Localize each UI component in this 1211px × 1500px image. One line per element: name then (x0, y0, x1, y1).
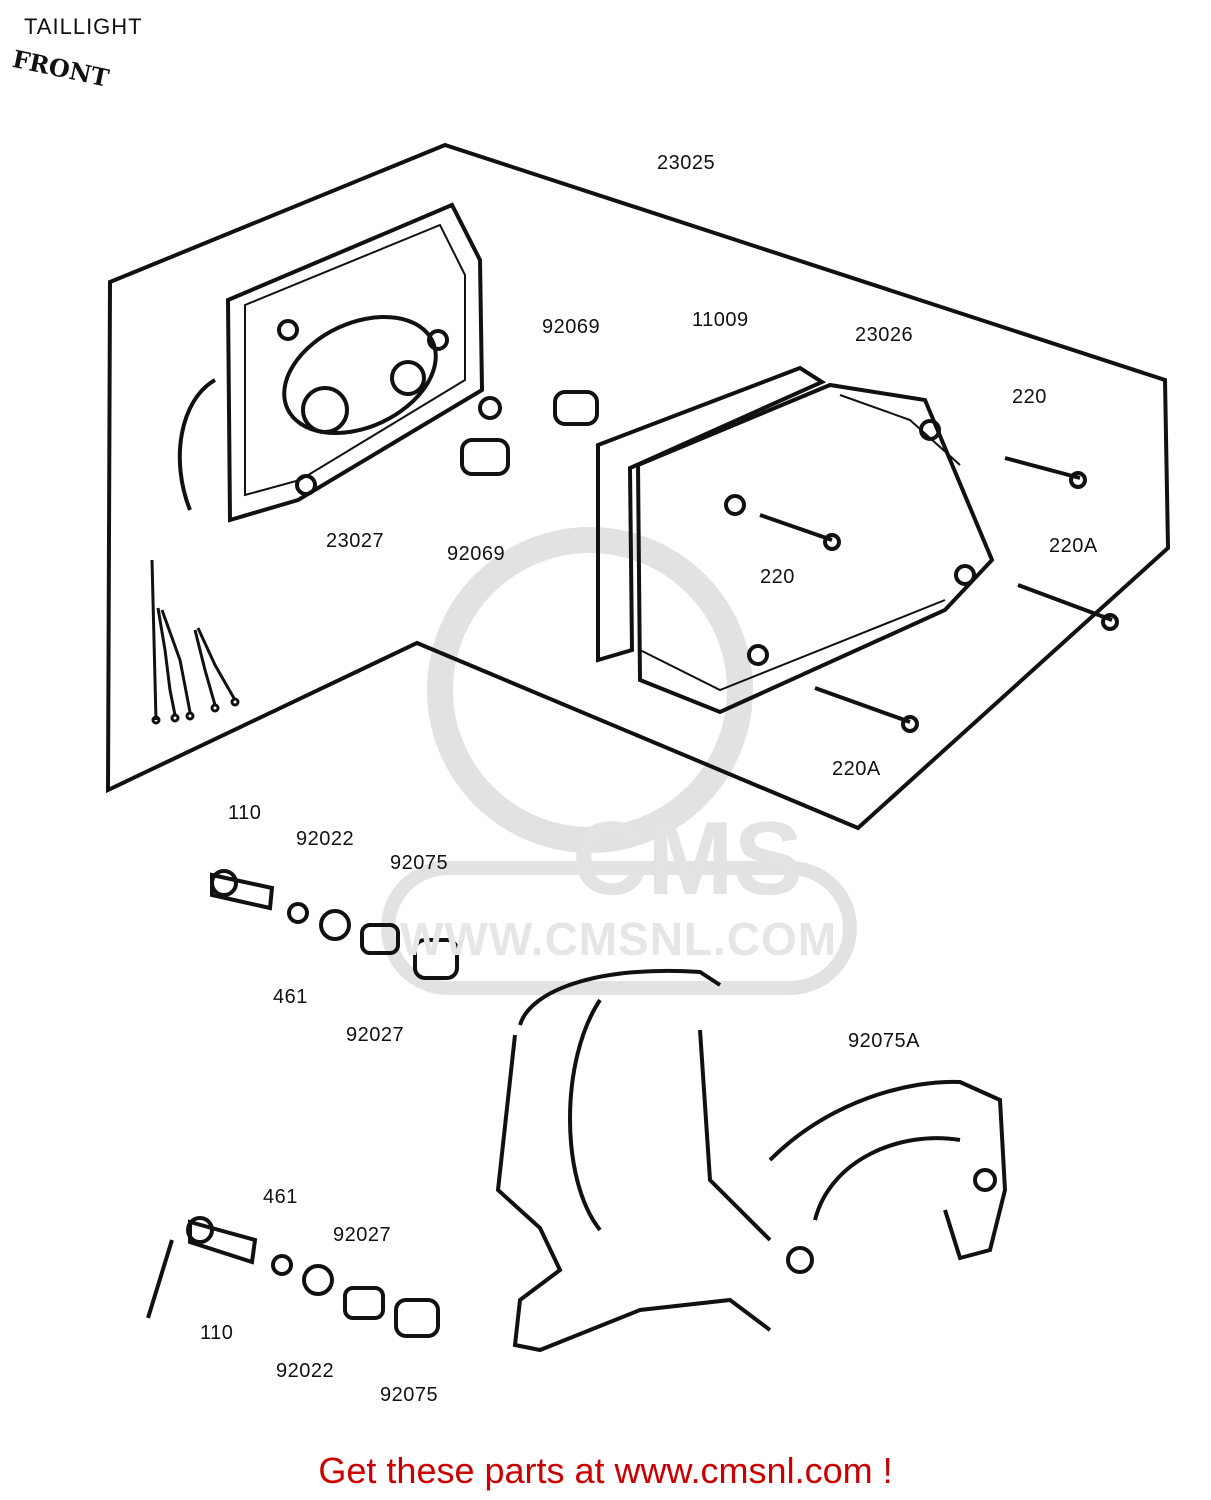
background-panel (105, 142, 1171, 831)
part-label: 461 (273, 986, 308, 1008)
bulb-92069 (460, 390, 599, 476)
part-label: 92075A (848, 1030, 920, 1052)
lower-mounting-hardware (146, 1216, 440, 1338)
part-label: 461 (263, 1186, 298, 1208)
part-label: 92027 (346, 1024, 405, 1046)
part-label: 92022 (276, 1360, 335, 1382)
mounting-bracket (495, 968, 1008, 1353)
upper-mounting-hardware (210, 869, 459, 980)
part-label: 110 (200, 1322, 234, 1344)
taillight-base (177, 202, 502, 523)
part-label: 23025 (657, 152, 716, 174)
watermark-url: WWW.CMSNL.COM (400, 913, 838, 965)
part-label: 92027 (333, 1224, 392, 1246)
taillight-lens (596, 365, 995, 715)
part-label: 220 (760, 566, 795, 588)
part-label: 92075 (380, 1384, 439, 1406)
watermark-logo: CMS (572, 801, 804, 917)
part-label: 92075 (390, 852, 449, 874)
part-label: 220A (1049, 535, 1098, 557)
footer-promo-link[interactable]: Get these parts at www.cmsnl.com ! (318, 1450, 893, 1491)
part-label: 92069 (542, 316, 601, 338)
part-label: 23026 (855, 324, 914, 346)
screws-220 (759, 456, 1119, 733)
watermark-emblem (381, 527, 857, 995)
part-label: 23027 (326, 530, 385, 552)
part-label: 220A (832, 758, 881, 780)
part-label: 92022 (296, 828, 355, 850)
part-label: 110 (228, 802, 262, 824)
wiring-harness (150, 559, 240, 725)
part-label: 11009 (692, 309, 749, 331)
part-label: 220 (1012, 386, 1047, 408)
part-label: 92069 (447, 543, 506, 565)
page-title: TAILLIGHT (24, 14, 143, 39)
